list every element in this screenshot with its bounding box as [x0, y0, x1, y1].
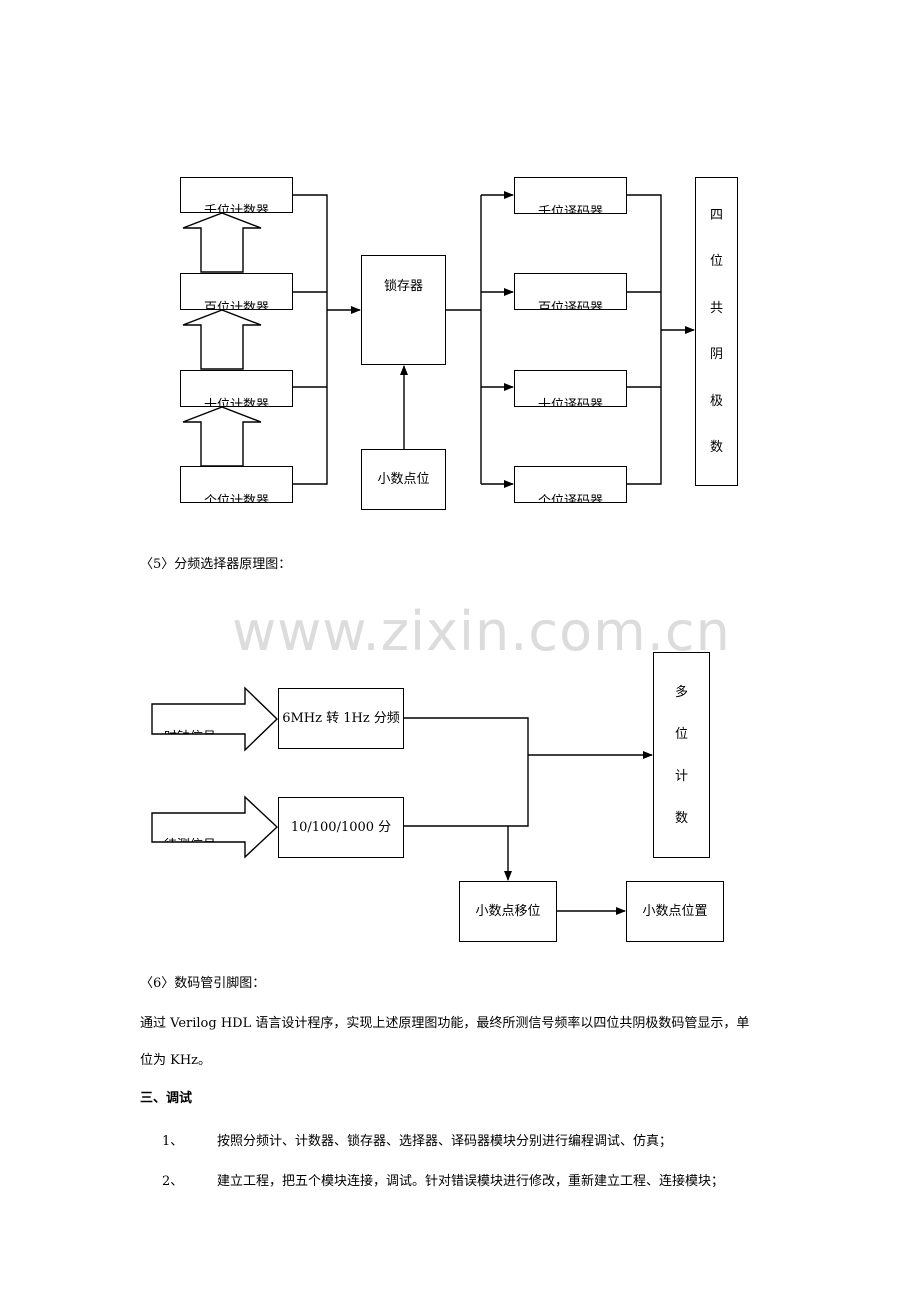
box-label: 十位计数器	[203, 398, 269, 407]
step-number: 2、	[162, 1174, 184, 1189]
measured-signal-arrow	[151, 795, 279, 859]
ones-decoder-box: 个位译码器	[514, 466, 627, 503]
decoder-out-bus	[626, 194, 662, 485]
box-label: 十位译码器	[537, 398, 603, 407]
multi-digit-counter-box: 多 位 计 数	[653, 652, 710, 858]
tens-counter-box: 十位计数器	[180, 370, 293, 407]
watermark: www.zixin.com.cn	[232, 600, 731, 663]
hundreds-decoder-box: 百位译码器	[514, 273, 627, 310]
box-label: 小数点移位	[475, 904, 541, 919]
step-number: 1、	[162, 1134, 184, 1149]
carry-up-arrow	[182, 406, 262, 467]
step-text: 按照分频计、计数器、锁存器、选择器、译码器模块分别进行编程调试、仿真；	[217, 1134, 673, 1149]
box-label: 锁存器	[383, 279, 423, 294]
body-paragraph-line-1: 通过 Verilog HDL 语言设计程序，实现上述原理图功能，最终所测信号频率…	[140, 1016, 750, 1031]
counter-char: 计	[674, 768, 688, 784]
clock-signal-arrow	[151, 686, 279, 752]
body-paragraph-line-2: 位为 KHz。	[140, 1053, 212, 1068]
box-label: 小数点位	[377, 472, 430, 487]
box-label: 10/100/1000 分	[290, 820, 392, 835]
four-digit-display-box: 四 位 共 阴 极 数	[695, 177, 738, 486]
counter-char: 多	[674, 684, 688, 700]
box-label: 百位计数器	[203, 301, 269, 310]
thousands-decoder-box: 千位译码器	[514, 177, 627, 214]
carry-up-arrow	[182, 212, 262, 273]
ones-counter-box: 个位计数器	[180, 466, 293, 503]
display-char: 数	[709, 440, 723, 456]
display-char: 极	[709, 393, 723, 409]
divider-6mhz-box: 6MHz 转 1Hz 分频	[278, 688, 404, 749]
counter-char: 位	[674, 726, 688, 742]
counter-bus-wire	[292, 194, 328, 485]
display-char: 位	[709, 254, 723, 270]
measured-signal-label: 待测信号	[164, 832, 244, 842]
display-char: 阴	[709, 347, 723, 363]
thousands-counter-box: 千位计数器	[180, 177, 293, 213]
display-char: 四	[709, 207, 723, 223]
carry-up-arrow	[182, 309, 262, 370]
box-label: 6MHz 转 1Hz 分频	[282, 711, 400, 726]
divider1-out-wire	[403, 717, 529, 827]
display-char: 共	[709, 300, 723, 316]
box-label: 千位译码器	[537, 205, 603, 214]
box-label: 小数点位置	[642, 904, 708, 919]
box-label: 个位计数器	[203, 494, 269, 503]
step-text: 建立工程，把五个模块连接，调试。针对错误模块进行修改，重新建立工程、连接模块；	[217, 1174, 725, 1189]
decimal-position-box: 小数点位置	[626, 881, 724, 942]
caption-5: 〈5〉分频选择器原理图：	[140, 557, 292, 572]
counter-char: 数	[674, 810, 688, 826]
section-title: 三、调试	[140, 1091, 193, 1106]
box-label: 百位译码器	[537, 301, 603, 310]
hundreds-counter-box: 百位计数器	[180, 273, 293, 310]
box-label: 个位译码器	[537, 494, 603, 503]
latch-box: 锁存器	[361, 255, 446, 365]
decimal-shift-box: 小数点移位	[459, 881, 557, 942]
decimal-point-box: 小数点位	[361, 449, 446, 510]
tens-decoder-box: 十位译码器	[514, 370, 627, 407]
box-label: 千位计数器	[203, 204, 269, 213]
caption-6: 〈6〉数码管引脚图：	[140, 976, 266, 991]
clock-signal-label: 时钟信号	[164, 724, 244, 734]
divider-10-100-1000-box: 10/100/1000 分	[278, 797, 404, 858]
